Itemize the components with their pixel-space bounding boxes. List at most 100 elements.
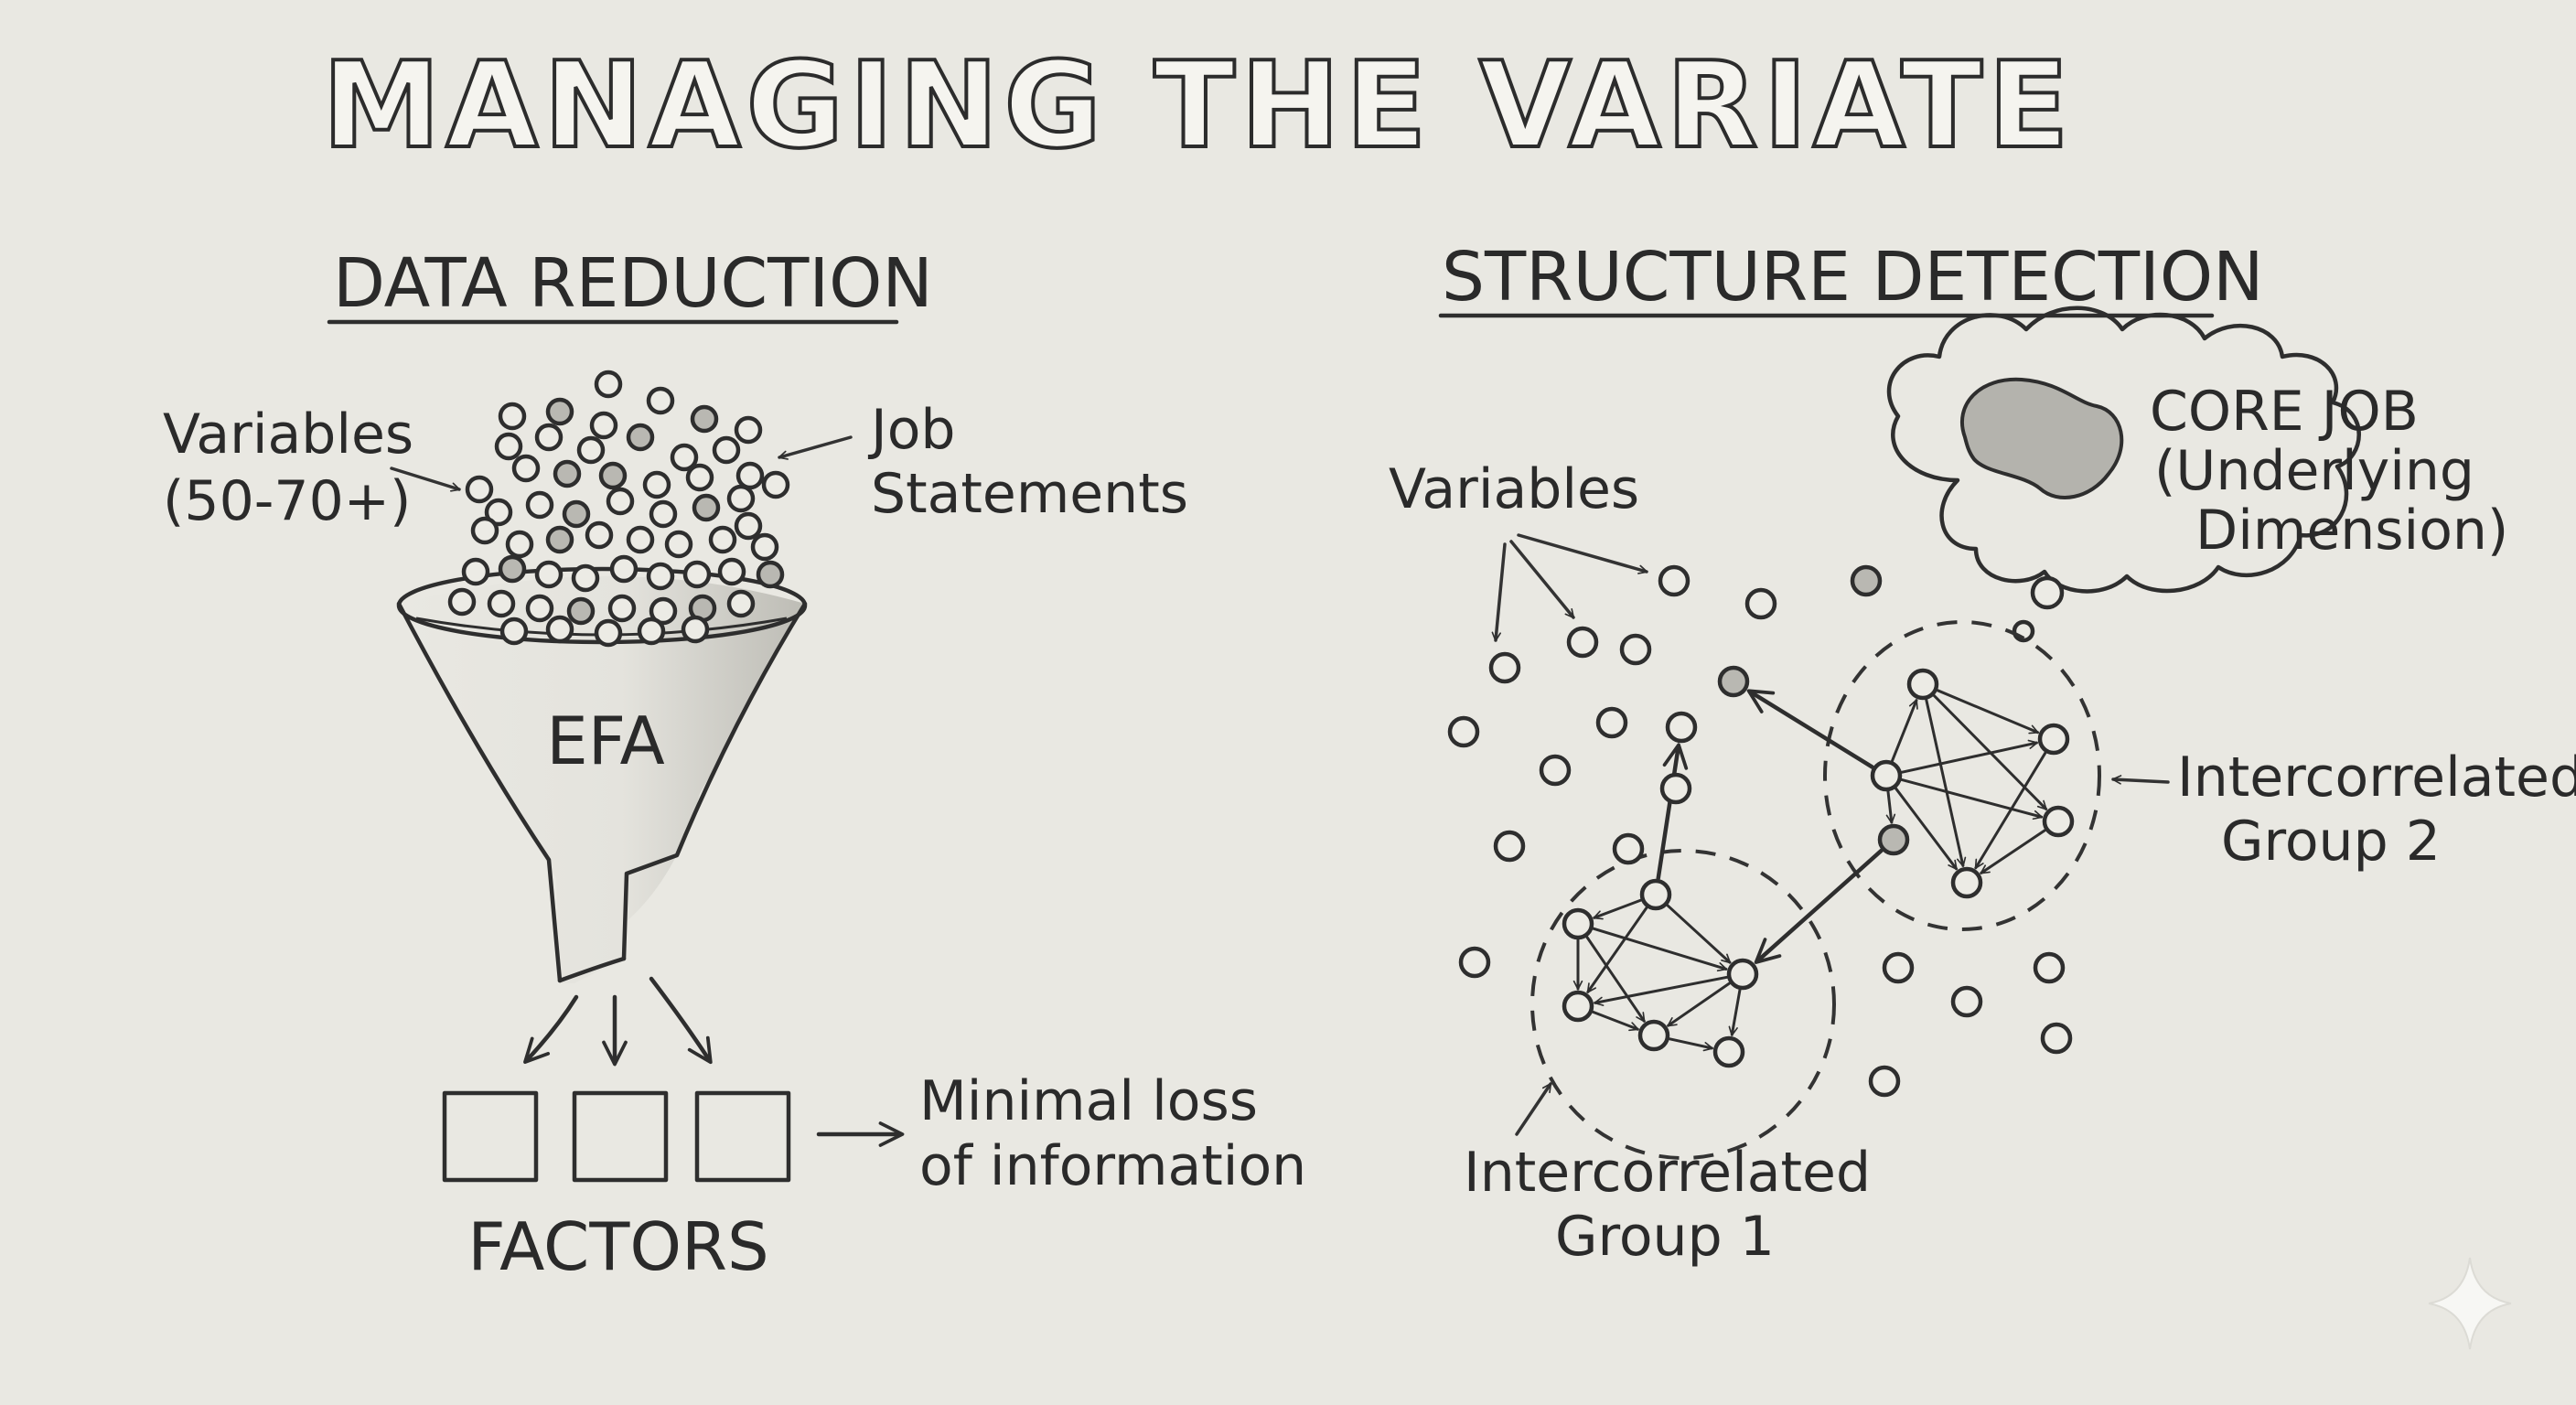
variable-node <box>1717 665 1750 698</box>
job-label: Job <box>867 398 956 462</box>
variable-circle <box>470 516 499 545</box>
variable-circle <box>594 370 623 399</box>
variable-node <box>1658 564 1690 597</box>
correlation-edge <box>1656 743 1689 881</box>
variable-circle <box>642 470 671 499</box>
factors-label: FACTORS <box>467 1208 768 1285</box>
variable-circle <box>735 461 765 490</box>
variable-circle <box>525 490 554 520</box>
correlation-edge <box>1890 699 1918 764</box>
variable-node <box>1950 866 1983 899</box>
factor-box-2 <box>572 1090 669 1183</box>
variable-circle <box>571 563 600 593</box>
group-1-boundary <box>1530 849 1836 1160</box>
variable-circle <box>626 423 655 452</box>
correlation-edge <box>1584 934 1646 1023</box>
correlation-edge <box>1586 905 1649 993</box>
variable-circle <box>734 511 763 541</box>
efa-label: EFA <box>546 702 665 779</box>
correlation-edge <box>1898 778 2044 820</box>
variable-nodes <box>1447 564 2075 1098</box>
variable-node <box>1726 958 1759 991</box>
core-job-label-line1: CORE JOB <box>2150 380 2419 444</box>
variable-node <box>2037 723 2070 756</box>
correlation-edge <box>1593 898 1644 920</box>
correlation-edge <box>1590 1010 1639 1032</box>
variable-node <box>1539 754 1572 787</box>
core-job-label-line3: Dimension) <box>2195 499 2508 563</box>
variable-circle <box>649 499 678 529</box>
core-job-blob-icon <box>1959 377 2124 499</box>
factor-arrow-left <box>523 994 579 1064</box>
variable-circle <box>606 487 635 516</box>
variable-circle <box>664 530 693 559</box>
group-2-label-line1: Intercorrelated <box>2177 745 2576 810</box>
correlation-edge <box>1746 689 1874 769</box>
variable-circle <box>726 484 756 513</box>
variable-circle <box>484 498 513 527</box>
correlation-edge <box>1590 927 1728 972</box>
variable-circle <box>712 435 741 465</box>
variable-node <box>1493 830 1526 863</box>
thought-bubble-dot <box>2030 575 2065 610</box>
correlation-edge <box>1594 975 1730 1006</box>
variable-circle <box>498 402 527 431</box>
statements-arrow <box>778 435 853 460</box>
variables-pointer-1 <box>1517 533 1648 574</box>
variable-node <box>1882 951 1915 984</box>
correlation-edge <box>1754 848 1884 964</box>
variable-circle <box>708 525 737 554</box>
group-2-label-line2: Group 2 <box>2221 810 2441 874</box>
funnel <box>396 566 808 983</box>
variable-circle <box>756 560 785 589</box>
variable-circle <box>487 589 516 618</box>
variable-circle <box>566 596 596 626</box>
variable-node <box>1595 706 1628 739</box>
correlation-edge <box>1980 828 2048 874</box>
variable-circles <box>447 370 790 648</box>
variable-circle <box>499 617 529 646</box>
variable-circle <box>761 470 790 499</box>
variable-circle <box>726 589 756 618</box>
variable-node <box>1850 564 1883 597</box>
factor-arrow-right <box>649 976 713 1065</box>
variable-node <box>1870 759 1903 792</box>
loss-label-line1: Minimal loss <box>919 1069 1258 1133</box>
variable-node <box>2040 1022 2073 1055</box>
variable-node <box>1877 823 1910 856</box>
variable-circle <box>750 532 779 562</box>
structure-detection-heading: STRUCTURE DETECTION <box>1442 238 2263 316</box>
variable-node <box>1562 907 1594 940</box>
group-1-label-line2: Group 1 <box>1555 1205 1775 1269</box>
variables-pointer-3 <box>1491 542 1507 642</box>
variable-circle <box>589 411 618 440</box>
variable-circle <box>498 554 527 584</box>
variable-circle <box>626 525 655 554</box>
correlation-edge <box>1665 903 1732 964</box>
variable-node <box>1619 633 1652 666</box>
correlation-edges <box>1572 688 2048 1052</box>
correlation-edge <box>1667 981 1733 1027</box>
group-2-pointer <box>2111 775 2170 785</box>
variable-circle <box>494 432 523 461</box>
variable-circle <box>545 397 574 426</box>
variable-node <box>1447 715 1480 748</box>
core-job-cloud <box>1886 306 2361 594</box>
correlation-edge <box>1899 739 2038 775</box>
variable-circle <box>646 562 675 591</box>
variable-circle <box>692 493 721 522</box>
correlation-edge <box>1924 697 1967 867</box>
sparkle-icon <box>2428 1257 2512 1350</box>
variable-node <box>1665 711 1698 744</box>
variable-node <box>2033 951 2066 984</box>
variable-node <box>1639 878 1672 911</box>
variable-circle <box>461 557 490 586</box>
correlation-edge <box>1728 987 1742 1036</box>
variable-circle <box>525 594 554 623</box>
data-reduction-panel: DATA REDUCTION Variables (50-70+) Job St… <box>163 244 1306 1285</box>
correlation-edge <box>1885 788 1896 824</box>
group-1-label-line1: Intercorrelated <box>1464 1141 1871 1205</box>
variable-circle <box>545 525 574 554</box>
group-2-boundary <box>1823 620 2101 931</box>
